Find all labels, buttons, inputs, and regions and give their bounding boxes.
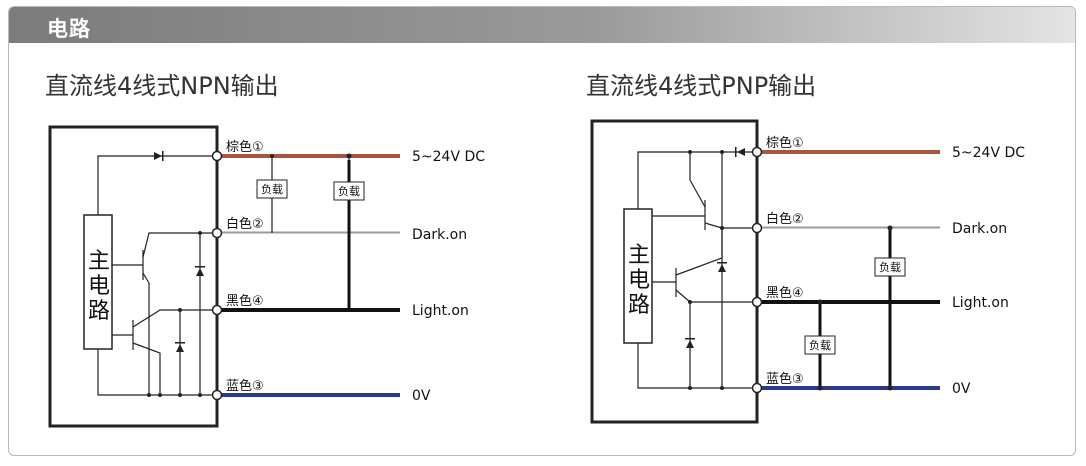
pnp-load-wiring xyxy=(818,228,892,388)
pnp-load-1: 负载 xyxy=(874,257,906,277)
pnp-end-label-light: Light.on xyxy=(952,295,1009,311)
npn-end-label-0v: 0V xyxy=(412,388,431,404)
section-header: 电路 xyxy=(9,7,1075,43)
npn-sensor-box xyxy=(48,125,219,428)
pnp-label-brown: 棕色① xyxy=(766,135,804,151)
pnp-label-white: 白色② xyxy=(766,211,804,227)
npn-label-blue: 蓝色③ xyxy=(226,378,264,394)
npn-main-label-2: 电 xyxy=(88,274,110,299)
circuit-panel: 电路 xyxy=(8,6,1076,456)
npn-internal-wiring xyxy=(97,155,217,396)
pnp-internal-wiring xyxy=(637,151,757,389)
pnp-main-label-2: 电 xyxy=(628,268,650,293)
svg-text:负载: 负载 xyxy=(879,260,901,274)
pnp-main-label-1: 主 xyxy=(628,243,650,268)
npn-terminals xyxy=(211,150,223,401)
npn-diagram: 直流线4线式NPN输出 主 电 路 xyxy=(45,72,485,428)
pnp-load-2: 负载 xyxy=(804,335,836,355)
npn-end-label-light: Light.on xyxy=(412,303,469,319)
pnp-label-blue: 蓝色③ xyxy=(766,371,804,387)
npn-label-brown: 棕色① xyxy=(226,139,264,155)
npn-title: 直流线4线式NPN输出 xyxy=(45,72,279,100)
npn-label-white: 白色② xyxy=(226,216,264,232)
pnp-diagram: 直流线4线式PNP输出 主 电 路 xyxy=(586,72,1025,424)
pnp-end-label-0v: 0V xyxy=(952,381,971,397)
npn-main-label-1: 主 xyxy=(88,249,110,274)
pnp-label-black: 黑色④ xyxy=(766,285,804,301)
svg-text:负载: 负载 xyxy=(338,184,360,198)
svg-text:负载: 负载 xyxy=(809,338,831,352)
pnp-end-label-dark: Dark.on xyxy=(952,221,1007,237)
npn-load-2: 负载 xyxy=(333,181,365,201)
pnp-end-label-supply: 5~24V DC xyxy=(952,145,1025,161)
npn-main-label-3: 路 xyxy=(88,299,110,324)
npn-diodes xyxy=(147,151,205,397)
npn-load-1: 负载 xyxy=(256,179,288,199)
npn-end-label-dark: Dark.on xyxy=(412,227,467,243)
pnp-diodes xyxy=(685,147,745,390)
svg-text:负载: 负载 xyxy=(261,182,283,196)
pnp-title: 直流线4线式PNP输出 xyxy=(586,72,816,100)
pnp-sensor-box xyxy=(590,119,759,424)
pnp-terminals xyxy=(751,146,763,394)
pnp-main-label-3: 路 xyxy=(628,293,650,318)
npn-label-black: 黑色④ xyxy=(226,293,264,309)
section-title: 电路 xyxy=(47,17,91,41)
npn-end-label-supply: 5~24V DC xyxy=(412,149,485,165)
